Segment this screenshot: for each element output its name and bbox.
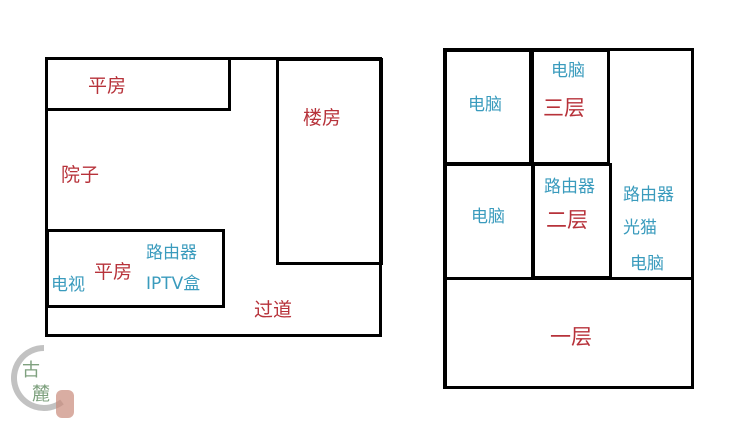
device-iptv-box: IPTV盒 — [146, 274, 201, 294]
floor2-room2-router: 路由器 — [544, 177, 595, 197]
floor2-room3-router: 路由器 — [623, 185, 674, 205]
bottom-bungalow — [46, 229, 225, 308]
watermark-logo-icon: 古 麓 — [11, 345, 74, 418]
floor2-room3-computer: 电脑 — [630, 254, 664, 274]
device-router: 路由器 — [146, 243, 197, 263]
bottom-bungalow-label: 平房 — [94, 261, 133, 283]
svg-text:麓: 麓 — [32, 384, 50, 405]
floor2-room1-computer: 电脑 — [471, 207, 505, 227]
floor3-room1-computer: 电脑 — [468, 95, 502, 115]
floor2-label: 二层 — [546, 208, 588, 232]
floor1 — [444, 277, 694, 389]
top-bungalow — [45, 57, 231, 111]
floor3-room2-computer: 电脑 — [551, 61, 585, 81]
device-tv: 电视 — [51, 275, 85, 295]
svg-text:古: 古 — [22, 360, 40, 381]
building — [276, 58, 383, 265]
courtyard-label: 院子 — [61, 164, 100, 186]
corridor-label: 过道 — [254, 299, 293, 321]
floor3-label: 三层 — [543, 96, 585, 120]
floor2-room3-optical-modem: 光猫 — [623, 218, 657, 238]
top-bungalow-label: 平房 — [88, 75, 127, 97]
floor1-label: 一层 — [550, 325, 592, 349]
building-label: 楼房 — [303, 107, 342, 129]
